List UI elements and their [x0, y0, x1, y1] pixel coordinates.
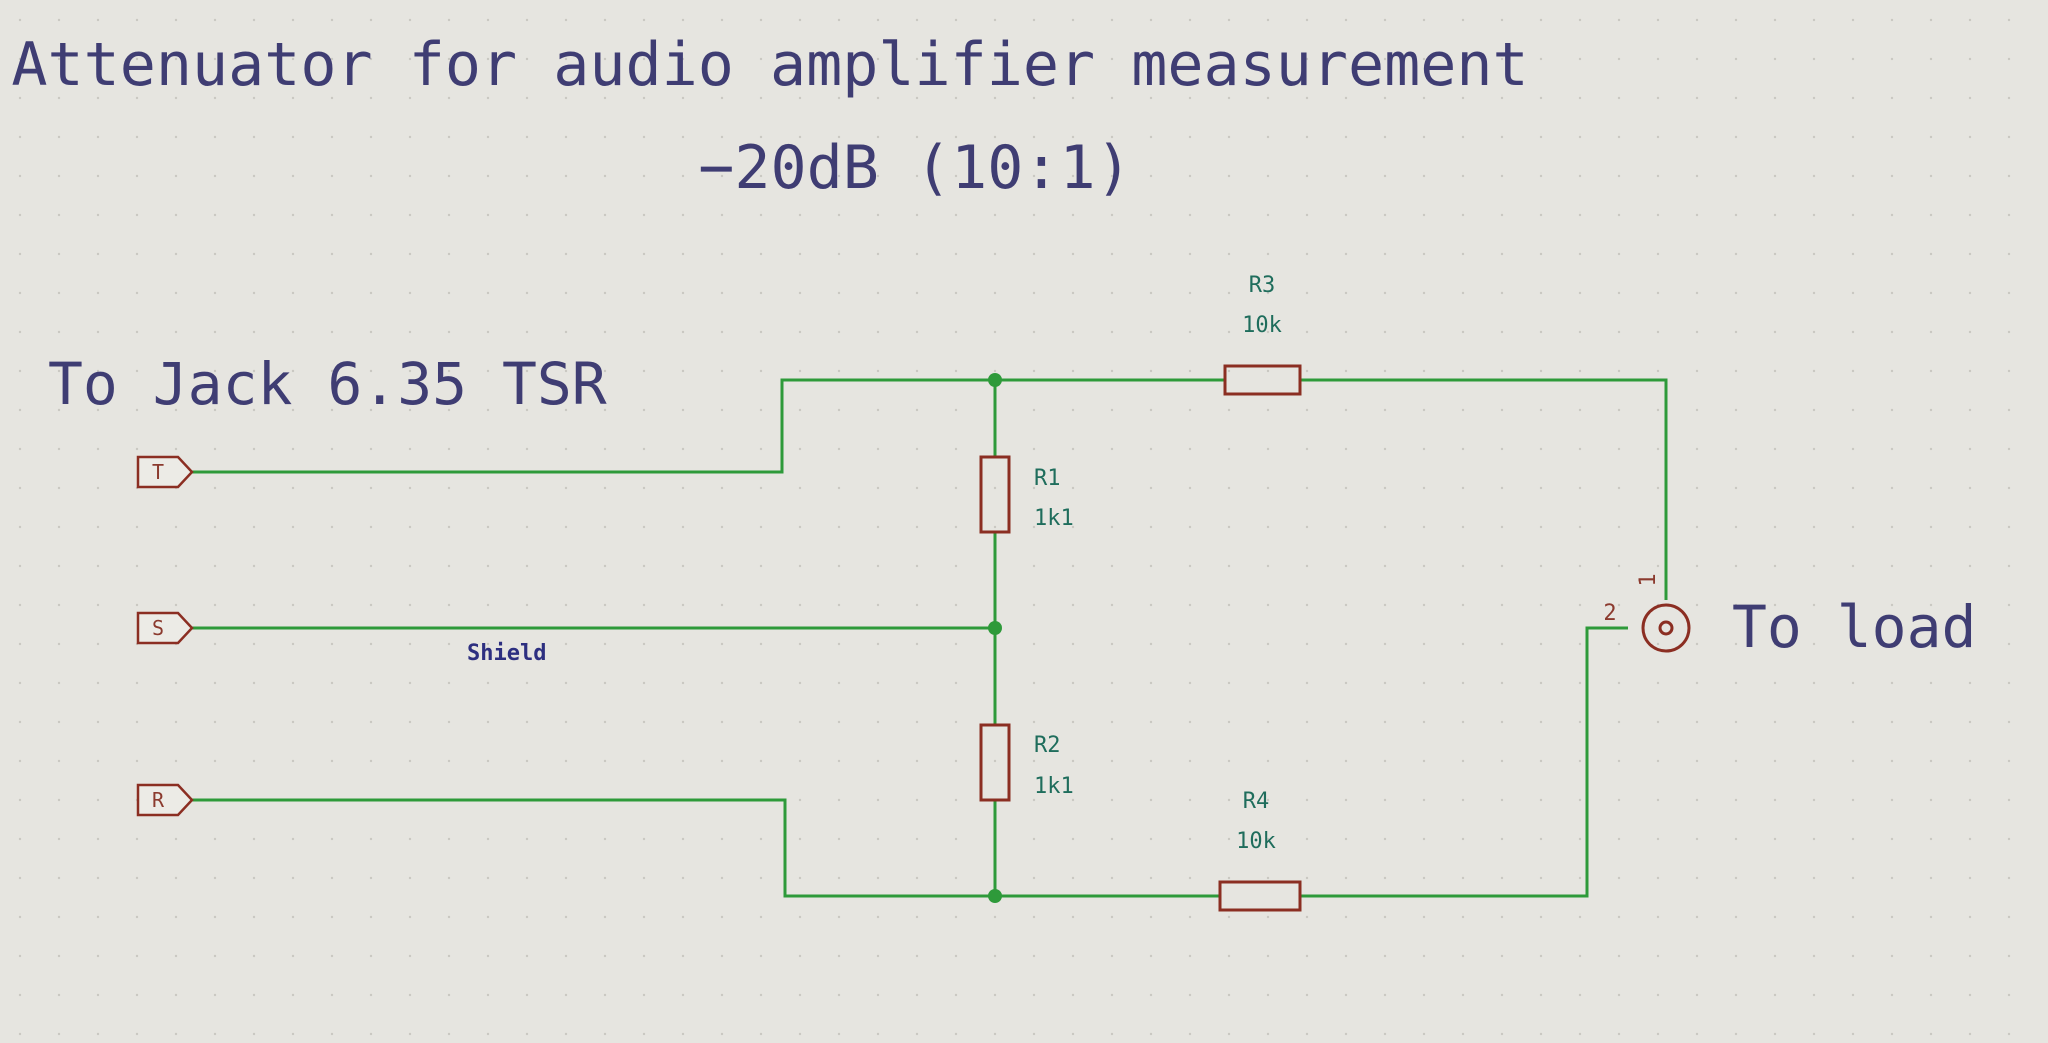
junction-shield: [988, 621, 1002, 635]
wire-ring: [190, 798, 1220, 898]
background-grid: [18, 18, 2011, 1036]
resistor-r1-value: 1k1: [1034, 506, 1074, 531]
wire-top-right: [1300, 378, 1668, 600]
connector-inner: [1658, 620, 1674, 636]
resistor-r2-ref: R2: [1034, 733, 1061, 758]
connector-pin2-label: 2: [1603, 601, 1616, 626]
resistor-r2-body: [979, 723, 1011, 802]
coax-connector: 1 2: [1603, 573, 1691, 653]
load-label: To load: [1732, 593, 1976, 661]
port-tip-label: T: [152, 460, 164, 484]
resistor-r3-value: 10k: [1242, 313, 1282, 338]
port-sleeve-label: S: [152, 616, 164, 640]
resistor-r1-ref: R1: [1034, 466, 1061, 491]
diagram-title: Attenuator for audio amplifier measureme…: [11, 30, 1528, 100]
resistor-r3: R3 10k: [1223, 273, 1302, 396]
resistor-r1-body: [979, 455, 1011, 534]
connector-outer: [1641, 603, 1691, 653]
port-ring-label: R: [152, 788, 165, 812]
connector-pin1-label: 1: [1636, 573, 1661, 586]
net-label-shield: Shield: [467, 641, 546, 666]
wires: [190, 378, 1668, 898]
port-tip: T: [136, 455, 194, 489]
resistor-r3-ref: R3: [1249, 273, 1276, 298]
resistor-r4-value: 10k: [1236, 829, 1276, 854]
junction-top: [988, 373, 1002, 387]
resistor-r3-body: [1223, 364, 1302, 396]
resistor-r2: R2 1k1: [979, 723, 1074, 802]
resistor-r4-body: [1218, 880, 1302, 912]
resistor-r1: R1 1k1: [979, 455, 1074, 534]
diagram-subtitle: −20dB (10:1): [698, 133, 1131, 203]
wire-tip: [190, 378, 1225, 474]
resistor-r4: R4 10k: [1218, 789, 1302, 912]
port-ring: R: [136, 783, 194, 817]
resistor-r4-ref: R4: [1243, 789, 1270, 814]
resistor-r2-value: 1k1: [1034, 774, 1074, 799]
jack-label: To Jack 6.35 TSR: [48, 350, 607, 418]
port-sleeve: S: [136, 611, 194, 645]
junction-bottom: [988, 889, 1002, 903]
wire-bottom-right: [1300, 626, 1628, 898]
